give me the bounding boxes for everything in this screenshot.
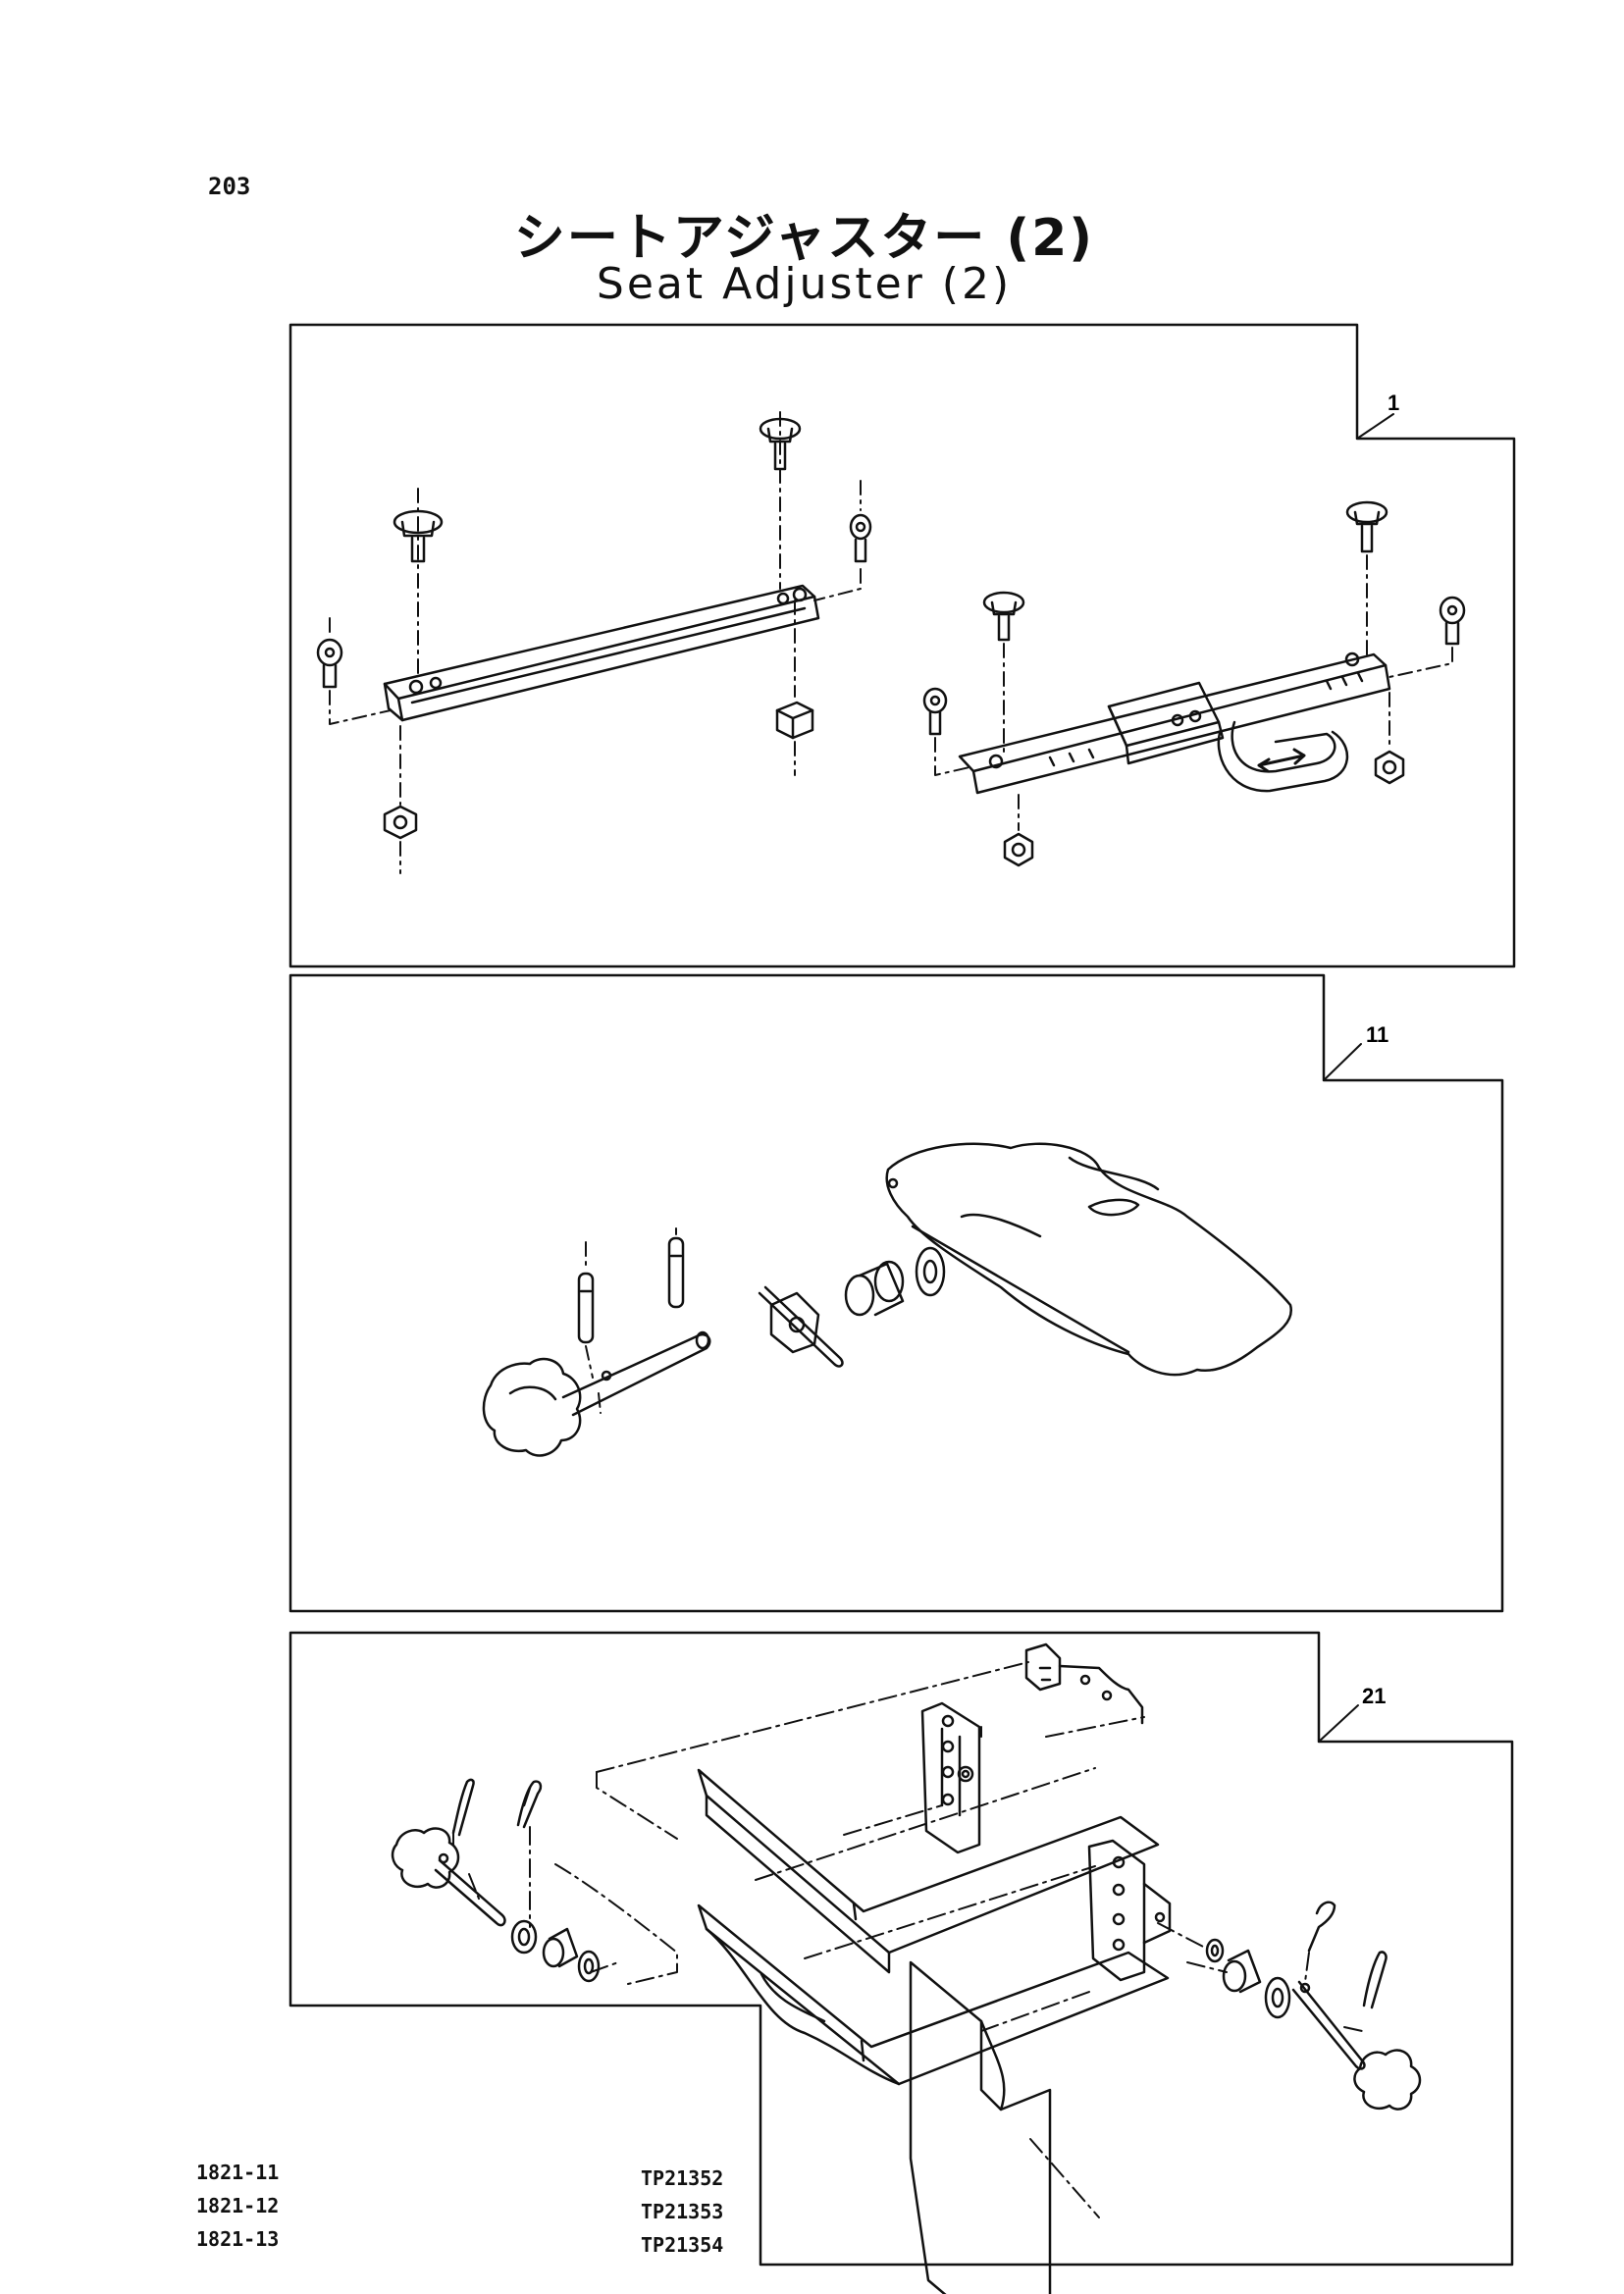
group-code: 1821-12	[196, 2194, 280, 2217]
cotter-pin	[451, 1778, 475, 1837]
right-side-bracket	[1087, 1839, 1172, 1982]
seat-pan-plate	[909, 1960, 1052, 2294]
callout-11: 11	[1366, 1022, 1388, 1047]
nut	[1003, 832, 1034, 867]
nut	[775, 701, 814, 740]
plate-code: TP21353	[641, 2200, 724, 2223]
plate-code: TP21352	[641, 2166, 724, 2190]
right-seat-rail-with-lever	[958, 652, 1391, 795]
callout-21: 21	[1362, 1684, 1386, 1708]
bushing-and-pin	[758, 1285, 844, 1368]
collar	[844, 1260, 905, 1317]
title-english: Seat Adjuster (2)	[596, 259, 1013, 309]
adjuster-knob-with-shaft	[482, 1330, 711, 1457]
title-japanese: シートアジャスター (2)	[513, 209, 1095, 268]
cotter-pin	[1307, 1901, 1336, 1953]
bolt	[849, 513, 872, 563]
washer	[915, 1246, 946, 1297]
panel-21-seat-frame	[288, 1631, 1514, 2294]
bolt	[922, 687, 948, 736]
side-bracket	[920, 1701, 981, 1854]
panel-11-seat-pan-knob	[288, 973, 1504, 1613]
spring-pin	[667, 1236, 685, 1309]
cotter-pin	[1362, 1951, 1388, 2009]
nut	[383, 805, 418, 840]
callout-1: 1	[1388, 391, 1399, 415]
spring-pin	[577, 1272, 595, 1344]
bolt	[1439, 596, 1466, 646]
group-code: 1821-11	[196, 2161, 280, 2184]
page-number: 203	[208, 173, 251, 200]
group-code: 1821-13	[196, 2227, 280, 2251]
right-knob-assembly	[1205, 1901, 1422, 2111]
bolt	[982, 591, 1025, 642]
upper-bracket	[1024, 1642, 1144, 1725]
left-seat-rail	[383, 584, 820, 722]
seat-pan-bracket	[885, 1142, 1293, 1377]
bolt	[316, 638, 343, 689]
seat-frame-rails	[697, 1768, 1170, 2086]
nut	[1374, 750, 1405, 785]
left-knob-assembly	[391, 1778, 601, 1983]
panel-1-seat-rails	[288, 323, 1516, 968]
cotter-pin	[516, 1780, 543, 1829]
plate-code: TP21354	[641, 2233, 724, 2257]
bolt	[1345, 500, 1388, 553]
